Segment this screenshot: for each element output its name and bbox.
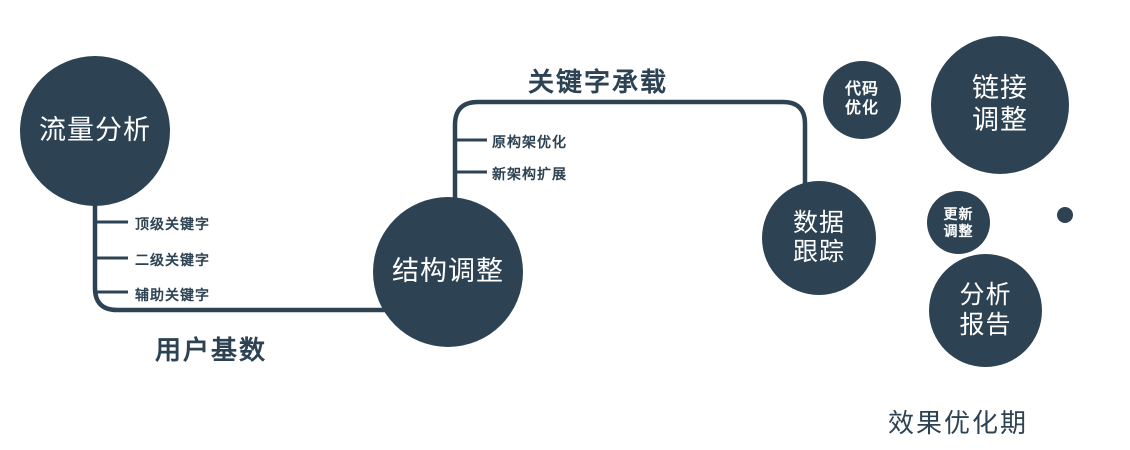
architecture-item-original-optimization: 原构架优化	[492, 134, 567, 150]
node-update-adjustment-line1: 更新	[943, 205, 974, 222]
edge-traffic-to-structure	[92, 195, 430, 313]
edge-label-keyword-carrying: 关键字承载	[528, 67, 669, 97]
node-link-adjustment-line1: 链接	[972, 73, 1028, 104]
edge-structure-to-tracking	[452, 99, 808, 215]
node-data-tracking: 数据 跟踪	[762, 181, 876, 295]
node-update-adjustment: 更新 调整	[927, 191, 990, 254]
node-data-tracking-line1: 数据	[792, 208, 845, 237]
dot-bullet	[1057, 207, 1073, 223]
node-update-adjustment-line2: 调整	[943, 222, 974, 239]
keyword-item-second-level: 二级关键字	[135, 252, 210, 268]
tick-marks-architecture	[455, 138, 487, 174]
edge-label-user-base: 用户基数	[155, 335, 268, 365]
architecture-item-new-expansion: 新架构扩展	[492, 166, 567, 182]
keyword-item-top-level: 顶级关键字	[135, 216, 210, 232]
node-traffic-analysis-label: 流量分析	[39, 115, 151, 146]
tick-marks-keywords	[95, 220, 128, 294]
node-code-optimization-line2: 优化	[844, 100, 879, 117]
node-analysis-report-line2: 报告	[959, 310, 1012, 339]
node-data-tracking-line2: 跟踪	[792, 238, 845, 266]
node-code-optimization-line1: 代码	[844, 81, 879, 99]
node-analysis-report-line1: 分析	[959, 281, 1012, 309]
node-analysis-report: 分析 报告	[929, 254, 1042, 367]
node-code-optimization: 代码 优化	[823, 61, 901, 139]
node-link-adjustment: 链接 调整	[931, 36, 1069, 174]
node-structure-adjustment-label: 结构调整	[392, 256, 504, 287]
node-traffic-analysis: 流量分析	[20, 56, 170, 206]
node-link-adjustment-line2: 调整	[972, 105, 1028, 135]
node-structure-adjustment: 结构调整	[373, 197, 523, 347]
footer-label-effect-optimization: 效果优化期	[888, 408, 1029, 438]
keyword-item-auxiliary: 辅助关键字	[135, 287, 210, 303]
